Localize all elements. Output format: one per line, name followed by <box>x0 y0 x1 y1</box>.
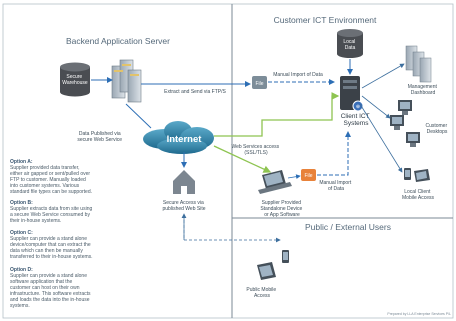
device-to-file-arrow <box>287 174 301 180</box>
local-data-label: Local Data <box>343 39 356 51</box>
extract-ftp-label: Extract and Send via FTP/S <box>164 89 226 95</box>
svg-text:⊕: ⊕ <box>356 104 360 110</box>
public-region-title: Public / External Users <box>305 222 391 232</box>
customer-region-title: Customer ICT Environment <box>274 15 377 25</box>
manual-import-top-label: Manual Import of Data <box>273 72 323 78</box>
option-a: Option A: Supplier provided data transfe… <box>10 159 92 195</box>
footer-credit: Prepared by LLA Enterprise Services P/L <box>387 312 451 316</box>
to-dashboard-connector <box>361 63 405 89</box>
file-icon: File <box>252 76 267 89</box>
website-home-icon <box>173 170 195 194</box>
data-published-label: Data Published via secure Web Service <box>77 131 122 143</box>
client-server-icon: ⊕ <box>340 76 364 112</box>
options-text-block: Option A: Supplier provided data transfe… <box>10 159 94 309</box>
to-mobile-connector <box>359 103 403 173</box>
cloud-to-device-link <box>213 145 272 173</box>
file-icon: File <box>301 169 316 181</box>
database-icon: Secure Warehouse <box>60 62 90 97</box>
to-desktops-connector <box>361 95 391 119</box>
file-top-label: File <box>255 81 263 87</box>
publish-connector <box>125 103 152 129</box>
outer-border <box>2 3 454 319</box>
option-b: Option B: Supplier extracts data from si… <box>10 200 94 224</box>
option-c: Option C: Supplier can provide a stand a… <box>10 230 93 260</box>
dashboard-label: Management Dashboard <box>408 84 439 96</box>
backend-region-title: Backend Application Server <box>66 36 170 46</box>
local-data-icon: Local Data <box>337 29 363 58</box>
supplier-device-label: Supplier Provided Standalone Device or A… <box>260 200 303 218</box>
secure-website-label: Secure Access via published Web Site <box>163 200 206 212</box>
public-mobile-label: Public Mobile Access <box>246 287 277 299</box>
secure-warehouse-label: Secure Warehouse <box>62 74 88 86</box>
desktops-label: Customer Desktops <box>425 123 448 135</box>
desktop-icon <box>390 100 420 147</box>
manual-import-bottom-label: Manual Import of Data <box>319 180 352 192</box>
manual-import-bottom-arrow <box>317 131 351 176</box>
public-mobile-icon <box>257 250 289 280</box>
internet-label: Internet <box>167 134 203 145</box>
file-mid-label: File <box>304 173 312 179</box>
laptop-icon <box>258 170 292 194</box>
client-systems-label: Client ICT Systems <box>341 113 372 127</box>
local-mobile-label: Local Client Mobile Access <box>402 189 434 201</box>
web-services-label: Web Services access (SSL/TLS) <box>231 144 280 156</box>
internet-cloud: Internet <box>143 121 214 154</box>
dashboard-server-icon <box>405 45 432 83</box>
web-services-link <box>214 92 340 137</box>
mobile-device-icon <box>404 168 430 182</box>
option-d: Option D: Supplier can provide a stand a… <box>10 267 92 309</box>
server-rack-icon <box>111 59 142 103</box>
